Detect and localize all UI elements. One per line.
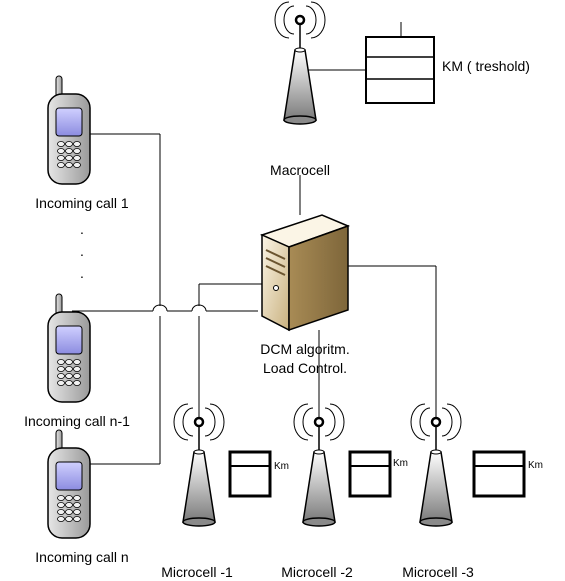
phone-icon-n	[47, 429, 91, 539]
line-hops	[152, 304, 207, 316]
macrocell-tower-icon	[273, 0, 327, 126]
km-label-micro-2: Km	[393, 458, 408, 469]
incoming-call-1-label: Incoming call 1	[35, 195, 129, 211]
km-box-micro-2	[348, 450, 392, 498]
macrocell-label: Macrocell	[270, 162, 330, 178]
ellipsis-dot-1: .	[80, 221, 84, 237]
microcell-1-tower-icon	[172, 402, 226, 528]
ellipsis-dot-2: .	[80, 243, 84, 259]
microcell-3-tower-icon	[409, 402, 463, 528]
km-threshold-box	[365, 36, 435, 104]
server-label-line2: Load Control.	[263, 360, 347, 376]
connection-lines	[72, 22, 437, 465]
incoming-call-n1-label: Incoming call n-1	[24, 413, 130, 429]
km-label-micro-1: Km	[274, 461, 289, 472]
phone-icon-n1	[47, 293, 91, 403]
microcell-2-label: Microcell -2	[281, 564, 353, 580]
microcell-1-label: Microcell -1	[161, 564, 233, 580]
microcell-3-label: Microcell -3	[402, 564, 474, 580]
incoming-call-n-label: Incoming call n	[35, 549, 128, 565]
microcell-2-tower-icon	[292, 402, 346, 528]
server-icon	[259, 214, 351, 332]
km-label-micro-3: Km	[528, 460, 543, 471]
km-box-micro-1	[228, 450, 272, 498]
km-threshold-label: KM ( treshold)	[442, 58, 530, 74]
server-label-line1: DCM algoritm.	[260, 341, 349, 357]
ellipsis-dot-3: .	[80, 265, 84, 281]
km-box-micro-3	[472, 450, 526, 498]
ellipsis-dots: . . .	[80, 221, 84, 281]
phone-icon-1	[47, 75, 91, 185]
